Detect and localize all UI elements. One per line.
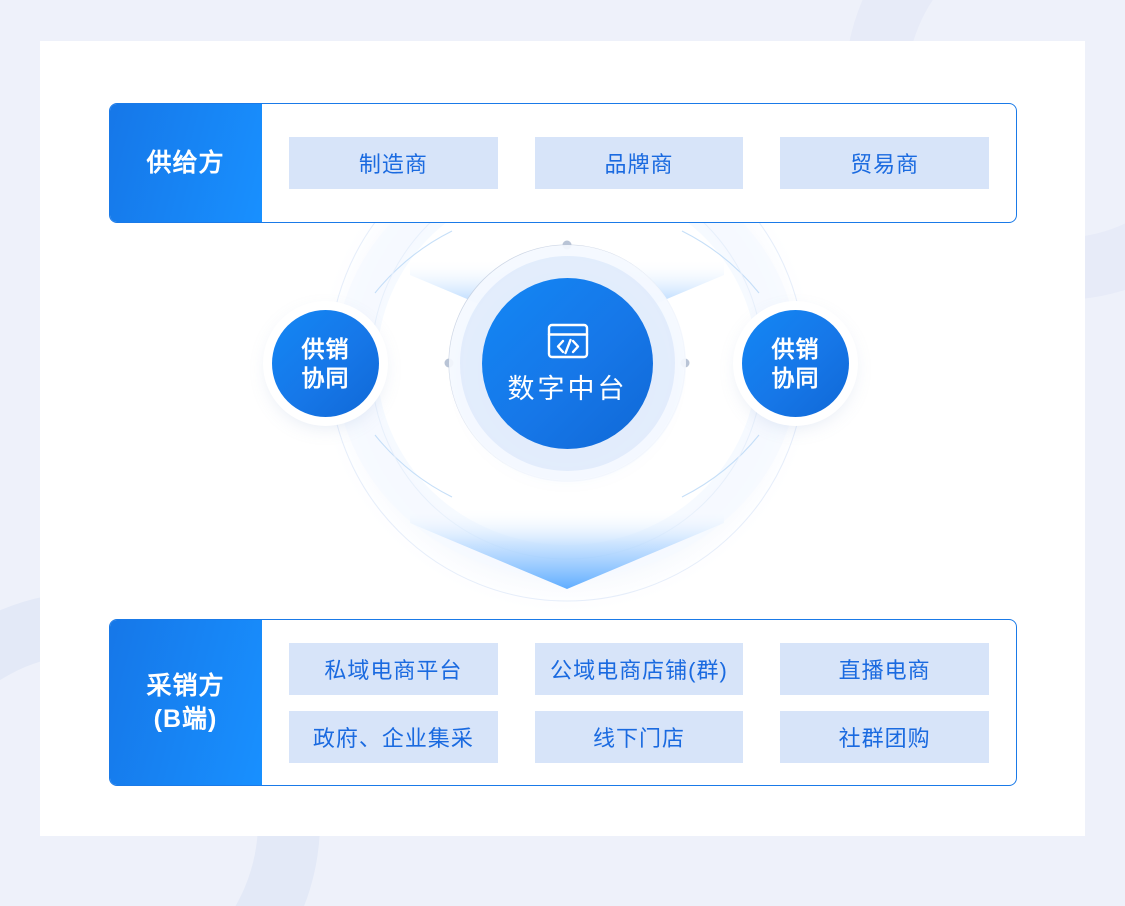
- supply-side-panel: 供给方 制造商 品牌商 贸易商: [109, 103, 1017, 223]
- node-left-label-line-1: 供销: [301, 336, 350, 363]
- buyer-side-tags: 私域电商平台 公域电商店铺(群) 直播电商 政府、企业集采 线下门店 社群团购: [262, 620, 1016, 785]
- supply-tag-manufacturer[interactable]: 制造商: [289, 137, 498, 189]
- supply-tag-brand[interactable]: 品牌商: [534, 137, 744, 189]
- node-digital-midplatform[interactable]: 数字中台: [482, 278, 653, 449]
- supply-side-tags: 制造商 品牌商 贸易商: [262, 104, 1016, 222]
- node-left-label: 供销 协同: [302, 335, 350, 391]
- node-right-label-line-1: 供销: [771, 336, 820, 363]
- supply-side-label: 供给方: [110, 104, 262, 222]
- buyer-side-label-line-2: (B端): [153, 704, 218, 733]
- node-supply-collab-left[interactable]: 供销 协同: [272, 310, 379, 417]
- buyer-tag-community-group-buy[interactable]: 社群团购: [780, 710, 990, 763]
- buyer-tag-live-ecommerce[interactable]: 直播电商: [780, 642, 990, 695]
- node-left-label-line-2: 协同: [301, 364, 350, 391]
- buyer-tag-offline-store[interactable]: 线下门店: [534, 710, 744, 763]
- buyer-tag-private-ecommerce[interactable]: 私域电商平台: [289, 642, 498, 695]
- code-window-icon: [546, 322, 590, 360]
- node-supply-collab-right[interactable]: 供销 协同: [742, 310, 849, 417]
- diagram-card: 供给方 制造商 品牌商 贸易商: [40, 41, 1085, 836]
- buyer-tag-public-ecommerce-shops[interactable]: 公域电商店铺(群): [534, 642, 744, 695]
- buyer-side-label-line-1: 采销方: [146, 672, 225, 700]
- buyer-side-label: 采销方 (B端): [110, 620, 262, 785]
- supply-side-label-line-1: 供给方: [146, 148, 225, 177]
- node-right-label: 供销 协同: [772, 335, 820, 391]
- center-hero-area: 供销 协同 数字中台 供销 协同: [40, 223, 1085, 619]
- chevron-down-arrow-bottom: [410, 507, 724, 589]
- node-right-label-line-2: 协同: [771, 364, 820, 391]
- supply-tag-trader[interactable]: 贸易商: [780, 137, 990, 189]
- supply-tag-row: 制造商 品牌商 贸易商: [289, 137, 990, 189]
- buyer-tag-row-1: 私域电商平台 公域电商店铺(群) 直播电商: [289, 642, 990, 695]
- buyer-side-panel: 采销方 (B端) 私域电商平台 公域电商店铺(群) 直播电商 政府、企业集采 线…: [109, 619, 1017, 786]
- buyer-tag-gov-enterprise-procurement[interactable]: 政府、企业集采: [289, 710, 498, 763]
- node-center-label: 数字中台: [507, 373, 628, 404]
- buyer-tag-row-2: 政府、企业集采 线下门店 社群团购: [289, 710, 990, 763]
